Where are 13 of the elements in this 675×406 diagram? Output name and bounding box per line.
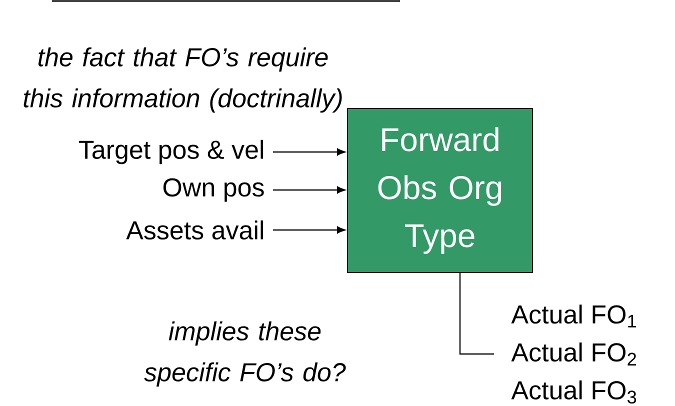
connector-line (459, 273, 494, 355)
output-label: Actual FO$_{3}$ (511, 380, 636, 404)
process-box: Forward Obs Org Type (347, 108, 533, 273)
input-label: Assets avail (126, 220, 264, 240)
output-label: Actual FO$_{2}$ (511, 342, 636, 366)
input-label: Target pos & vel (78, 140, 264, 164)
arrow (273, 186, 346, 194)
arrow (273, 226, 346, 234)
italic-note: the fact that FO’s require this information (doctrinally) (24, 47, 342, 113)
italic-note: implies these specific FO’s do? (144, 321, 346, 387)
output-label: Actual FO$_{1}$ (511, 304, 636, 328)
input-label: Own pos (163, 178, 264, 202)
arrow (273, 148, 346, 156)
